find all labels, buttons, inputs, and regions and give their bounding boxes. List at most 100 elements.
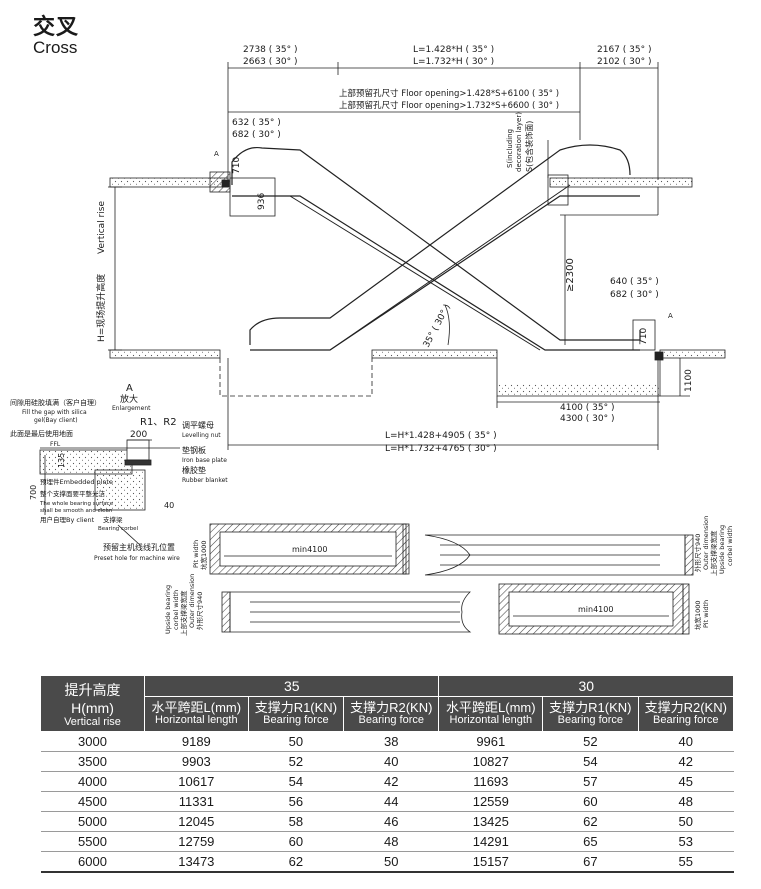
dim-682b: 682 ( 30° ) [610, 290, 659, 300]
corbel-en1-2: Upside bearing [164, 585, 172, 634]
section-mark-a-bottom: A [668, 312, 673, 320]
corbel-cn-1: 上部支撑梁宽度 [709, 530, 718, 576]
truss-line-1 [289, 195, 541, 351]
table-cell: 11331 [144, 791, 249, 812]
dim-2167: 2167 ( 35° ) [597, 45, 651, 55]
pit-bar-1 [402, 523, 410, 575]
table-cell: 58 [248, 811, 344, 832]
preset-hole-cn: 预留主机线线孔位置 [103, 542, 175, 552]
table-cell: 48 [343, 831, 439, 852]
lower-pit-corner [654, 351, 664, 361]
bearing-corbel-en: Bearing corbel [98, 526, 139, 532]
dim-710-bottom: 710 [639, 328, 649, 345]
dim-40: 40 [164, 501, 174, 510]
table-cell: 12559 [438, 791, 543, 812]
table-cell: 9189 [144, 731, 249, 752]
levelling-nut-cn: 调平螺母 [182, 420, 214, 430]
table-cell: 52 [248, 751, 344, 772]
table-cell: 5500 [40, 831, 145, 852]
dim-4300: 4300 ( 30° ) [560, 414, 614, 424]
detail-beam [94, 469, 146, 511]
table-cell: 52 [542, 731, 639, 752]
s-en2: decoration layer) [515, 112, 523, 172]
table-cell: 50 [343, 851, 439, 873]
ffl-note-cn: 此面是最后使用地面 [10, 429, 73, 438]
table-subheader: 支撑力R2(KN)Bearing force [343, 696, 440, 732]
preset-hole-en: Preset hole for machine wire [94, 555, 180, 562]
outer-dim-en-1: Outer dimension [702, 516, 710, 570]
truss-line-2 [329, 184, 571, 351]
table-cell: 4000 [40, 771, 145, 792]
s-cn: S(包含装饰面) [524, 121, 534, 172]
plan-1-inner [219, 531, 397, 567]
table-cell: 9961 [438, 731, 543, 752]
table-subheader: 水平跨距L(mm)Horizontal length [144, 696, 249, 732]
dim-2663: 2663 ( 30° ) [243, 57, 297, 67]
dim-936: 936 [257, 193, 267, 210]
table-cell: 3500 [40, 751, 145, 772]
total-length-30: L=H*1.732+4765 ( 30° ) [385, 444, 497, 454]
smooth-en1: The whole bearing surface [39, 501, 114, 507]
upper-floor-right [549, 177, 693, 188]
table-cell: 10617 [144, 771, 249, 792]
upper-support-box [229, 177, 276, 217]
dim-200: 200 [130, 430, 147, 440]
table-cell: 15157 [438, 851, 543, 873]
plan-2-min: min4100 [578, 605, 613, 614]
support-bar-1 [684, 534, 694, 576]
outer-dim-cn-1: 外形尺寸940 [693, 534, 702, 572]
rubber-cn: 橡胶垫 [182, 465, 206, 475]
escalator-2-handrail [249, 144, 631, 345]
pit-width-en-2: Pit width [702, 600, 710, 628]
page-title-en: Cross [33, 38, 78, 57]
corbel-en1-1: Upside bearing [718, 525, 726, 574]
total-length-35: L=H*1.428+4905 ( 35° ) [385, 431, 497, 441]
vertical-rise-en: Vertical rise [97, 201, 107, 254]
table-cell: 54 [542, 751, 639, 772]
table-cell: 12759 [144, 831, 249, 852]
ffl-label: FFL [50, 441, 61, 448]
lower-floor-left [109, 349, 221, 359]
lower-pit-left [219, 358, 373, 397]
table-header-30: 30 [438, 675, 734, 697]
table-header-35: 35 [143, 675, 440, 697]
dim-2738: 2738 ( 35° ) [243, 45, 297, 55]
section-mark-a-top: A [214, 150, 219, 158]
escalator-cross-drawing: 2738 ( 35° ) 2663 ( 30° ) L=1.428*H ( 35… [10, 45, 734, 636]
corbel-en2-2: corbel width [172, 590, 180, 630]
outer-dim-cn-2: 外形尺寸940 [195, 592, 204, 630]
pit-bar-2 [682, 583, 690, 635]
upper-pit-right [547, 174, 569, 206]
gap-note-en2: gel(Bay client) [34, 417, 78, 424]
smooth-cn: 整个支撑面要平整光洁 [40, 489, 106, 498]
dim-2300: ≥2300 [565, 258, 576, 292]
table-subheader: 水平跨距L(mm)Horizontal length [438, 696, 544, 732]
detail-leader [117, 524, 141, 546]
table-cell: 9903 [144, 751, 249, 772]
dim-682a: 682 ( 30° ) [232, 130, 281, 140]
pit-width-cn-2: 坑宽1000 [693, 600, 702, 630]
dim-700: 700 [29, 485, 38, 500]
table-subheader: 支撑力R1(KN)Bearing force [542, 696, 639, 732]
corbel-en2-1: corbel width [726, 526, 734, 566]
table-cell: 5000 [40, 811, 145, 832]
table-cell: 11693 [438, 771, 543, 792]
r1-r2-label: R1、R2 [140, 417, 177, 428]
table-cell: 45 [638, 771, 734, 792]
table-cell: 6000 [40, 851, 145, 873]
table-cell: 48 [638, 791, 734, 812]
table-cell: 38 [343, 731, 439, 752]
table-cell: 55 [638, 851, 734, 873]
table-cell: 42 [343, 771, 439, 792]
dim-640: 640 ( 35° ) [610, 277, 659, 287]
enlargement-cn: 放大 [120, 393, 138, 405]
table-cell: 42 [638, 751, 734, 772]
table-cell: 12045 [144, 811, 249, 832]
table-cell: 50 [248, 731, 344, 752]
gap-note-en1: Fill the gap with silica [22, 409, 87, 416]
dim-2102: 2102 ( 30° ) [597, 57, 651, 67]
